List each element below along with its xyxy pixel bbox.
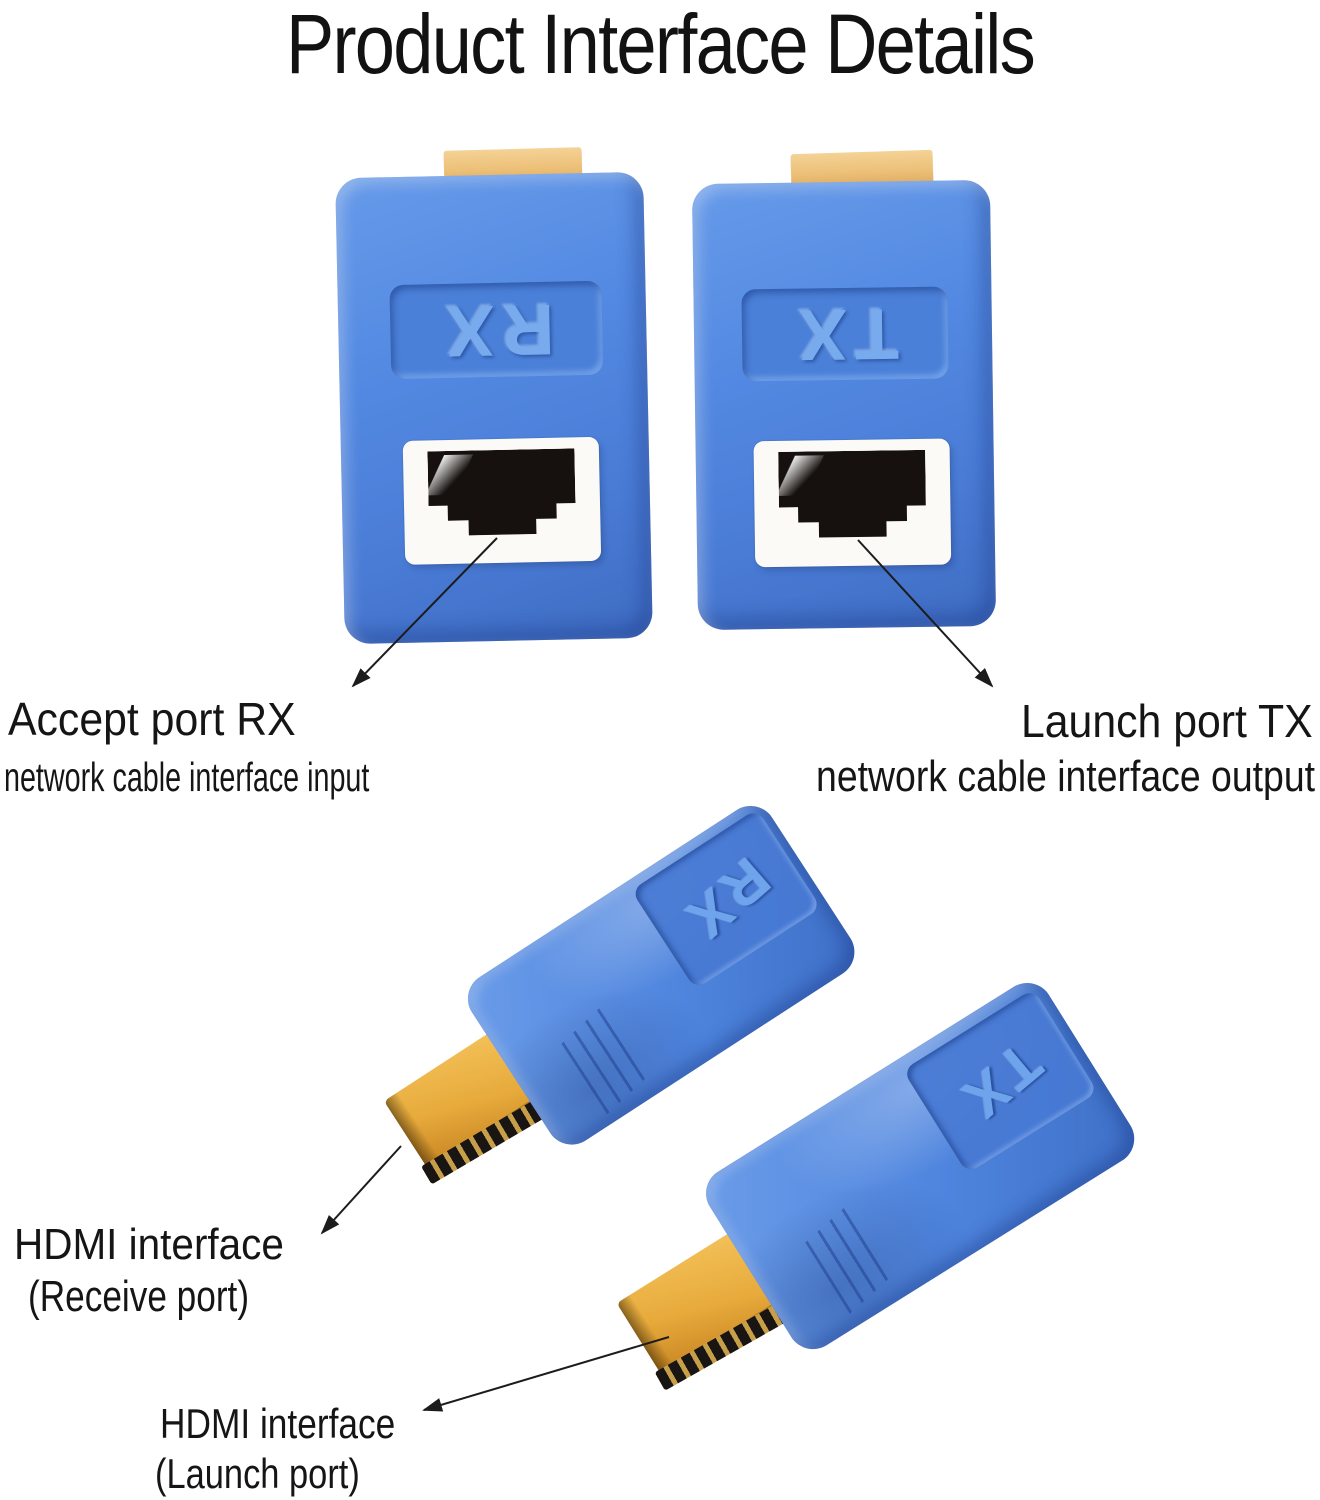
page-title: Product Interface Details bbox=[285, 0, 1036, 91]
callout-hdmi-launch-subheading: (Launch port) bbox=[155, 1450, 360, 1497]
embossed-label-plate: RX bbox=[631, 808, 822, 990]
rx-embossed-label: RX bbox=[670, 844, 782, 954]
callout-launch-port-tx-heading: Launch port TX bbox=[1021, 695, 1313, 747]
hdmi-pins bbox=[421, 1095, 552, 1185]
rj45-port bbox=[427, 448, 576, 545]
grip-grooves bbox=[561, 1007, 646, 1115]
rx-embossed-label: RX bbox=[437, 288, 556, 372]
grip-grooves bbox=[805, 1207, 890, 1314]
callout-hdmi-launch-heading: HDMI interface bbox=[160, 1400, 396, 1447]
embossed-label-plate: RX bbox=[389, 280, 604, 380]
port-glint bbox=[426, 454, 474, 495]
adapter-body: TX bbox=[691, 179, 997, 631]
tx-embossed-label: TX bbox=[947, 1029, 1054, 1134]
rj45-port bbox=[778, 450, 926, 548]
callout-accept-port-rx-heading: Accept port RX bbox=[8, 693, 296, 745]
tx-adapter-front-view: TX bbox=[691, 149, 997, 632]
embossed-label-plate: TX bbox=[902, 988, 1098, 1174]
callout-accept-port-rx-subheading: network cable interface input bbox=[4, 754, 370, 800]
embossed-label-plate: TX bbox=[741, 286, 949, 382]
adapter-body: RX bbox=[335, 171, 653, 645]
callout-launch-port-tx-subheading: network cable interface output bbox=[816, 752, 1315, 801]
arrow-to-hdmi-receive-label bbox=[320, 1145, 402, 1235]
callout-hdmi-receive-subheading: (Receive port) bbox=[28, 1272, 250, 1321]
rj45-faceplate bbox=[753, 438, 952, 568]
port-glint bbox=[776, 455, 824, 496]
rj45-faceplate bbox=[402, 436, 602, 565]
arrow-to-hdmi-launch-label bbox=[422, 1336, 670, 1412]
hdmi-pins bbox=[654, 1300, 793, 1391]
rx-adapter-front-view: RX bbox=[335, 145, 653, 645]
tx-embossed-label: TX bbox=[790, 293, 900, 375]
callout-hdmi-receive-heading: HDMI interface bbox=[14, 1220, 284, 1269]
